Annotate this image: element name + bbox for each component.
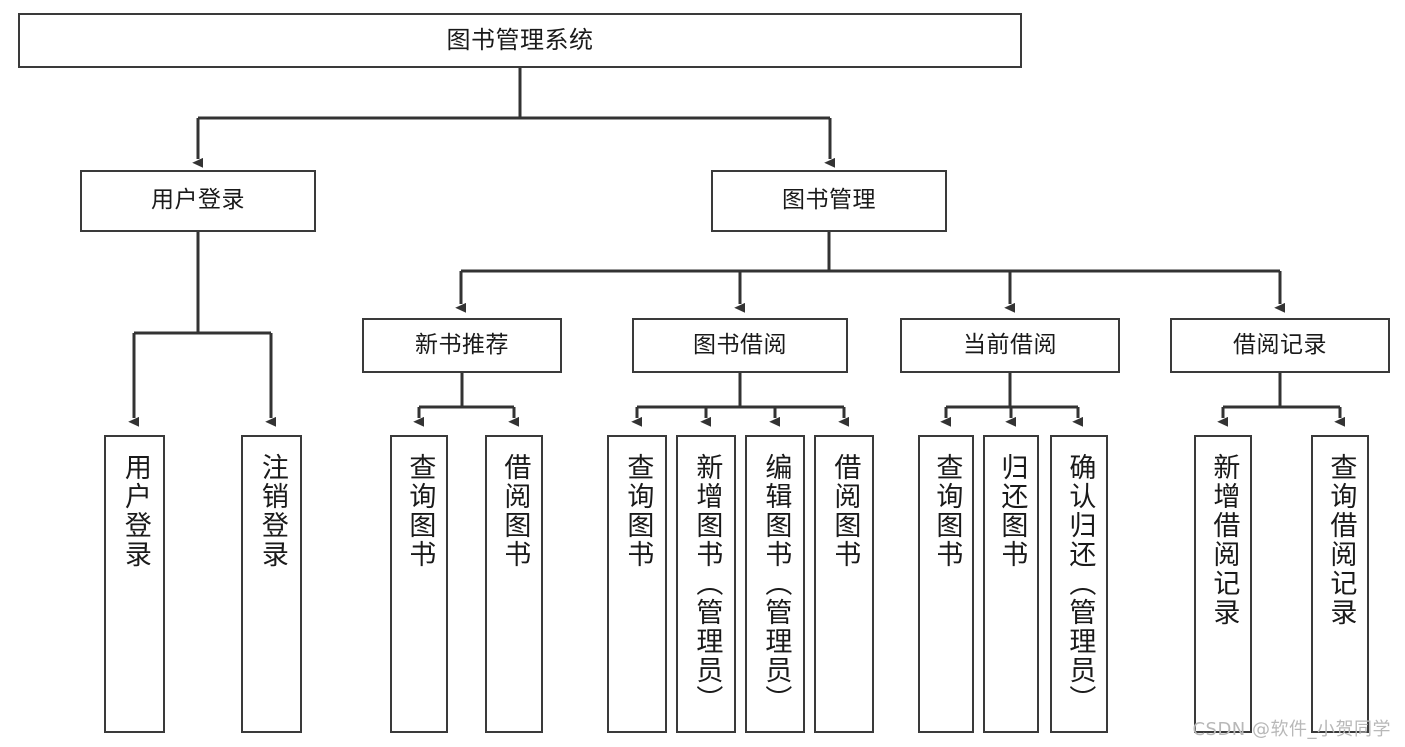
node-borrow-record-label: 借阅记录 xyxy=(1233,331,1327,358)
leaf-logout-login[interactable]: 注销登录 xyxy=(241,435,302,733)
node-book-manage[interactable]: 图书管理 xyxy=(711,170,947,232)
node-current-borrow[interactable]: 当前借阅 xyxy=(900,318,1120,373)
leaf-add-record[interactable]: 新增借阅记录 xyxy=(1194,435,1252,733)
leaf-user-login-label: 用户登录 xyxy=(119,453,151,569)
node-user-login-label: 用户登录 xyxy=(151,187,245,214)
node-book-borrow[interactable]: 图书借阅 xyxy=(632,318,848,373)
node-new-book-recommend-label: 新书推荐 xyxy=(415,331,509,358)
leaf-query-book-2[interactable]: 查询图书 xyxy=(607,435,667,733)
leaf-user-login[interactable]: 用户登录 xyxy=(104,435,165,733)
leaf-confirm-return[interactable]: 确认归还（管理员） xyxy=(1050,435,1108,733)
leaf-return-book[interactable]: 归还图书 xyxy=(983,435,1039,733)
leaf-query-book-3[interactable]: 查询图书 xyxy=(918,435,974,733)
leaf-add-record-label: 新增借阅记录 xyxy=(1208,453,1240,627)
node-root[interactable]: 图书管理系统 xyxy=(18,13,1022,68)
leaf-query-record[interactable]: 查询借阅记录 xyxy=(1311,435,1369,733)
leaf-borrow-book-2[interactable]: 借阅图书 xyxy=(814,435,874,733)
leaf-edit-book[interactable]: 编辑图书（管理员） xyxy=(745,435,805,733)
node-book-borrow-label: 图书借阅 xyxy=(693,331,787,358)
node-user-login[interactable]: 用户登录 xyxy=(80,170,316,232)
leaf-edit-book-label: 编辑图书（管理员） xyxy=(760,453,792,714)
leaf-add-book[interactable]: 新增图书（管理员） xyxy=(676,435,736,733)
leaf-borrow-book-1[interactable]: 借阅图书 xyxy=(485,435,543,733)
leaf-logout-login-label: 注销登录 xyxy=(256,453,288,569)
leaf-query-book-3-label: 查询图书 xyxy=(931,453,963,569)
node-root-label: 图书管理系统 xyxy=(446,26,594,55)
node-new-book-recommend[interactable]: 新书推荐 xyxy=(362,318,562,373)
node-current-borrow-label: 当前借阅 xyxy=(963,331,1057,358)
leaf-query-book-1-label: 查询图书 xyxy=(404,453,436,569)
leaf-borrow-book-1-label: 借阅图书 xyxy=(499,453,531,569)
leaf-query-book-1[interactable]: 查询图书 xyxy=(390,435,448,733)
leaf-add-book-label: 新增图书（管理员） xyxy=(691,453,723,714)
leaf-borrow-book-2-label: 借阅图书 xyxy=(829,453,861,569)
node-book-manage-label: 图书管理 xyxy=(782,187,876,214)
leaf-confirm-return-label: 确认归还（管理员） xyxy=(1064,453,1096,714)
node-borrow-record[interactable]: 借阅记录 xyxy=(1170,318,1390,373)
leaf-return-book-label: 归还图书 xyxy=(996,453,1028,569)
leaf-query-record-label: 查询借阅记录 xyxy=(1325,453,1357,627)
leaf-query-book-2-label: 查询图书 xyxy=(622,453,654,569)
